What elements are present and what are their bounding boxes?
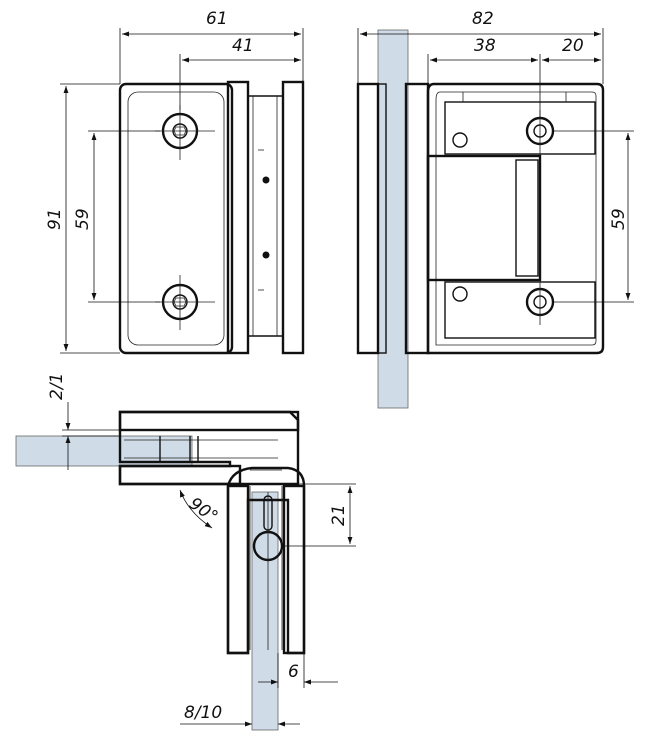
dim-label-20: 20	[562, 36, 584, 56]
dim-plan-angle-arc	[179, 489, 213, 529]
front-hinge-knuckle-right	[281, 80, 305, 355]
front-mounting-plate	[118, 82, 234, 355]
side-grub-screw-top	[452, 132, 468, 148]
dim-label-61: 61	[206, 9, 228, 29]
dim-label-6: 6	[288, 662, 299, 682]
dim-label-41: 41	[232, 36, 254, 56]
dim-label-38: 38	[474, 36, 496, 56]
dim-label-59-side: 59	[609, 208, 629, 230]
front-view: 61 41 91 59	[45, 9, 305, 355]
side-glass-panel	[377, 29, 409, 409]
side-view: 82 38 20 59	[356, 9, 634, 409]
dim-label-90: 90°	[185, 494, 221, 528]
front-pin-bottom	[262, 251, 270, 259]
side-hinge-pivot-block	[426, 154, 542, 282]
dim-label-8-10: 8/10	[184, 703, 222, 723]
dim-label-82: 82	[472, 9, 494, 29]
front-plate-inner-outline	[127, 91, 225, 346]
side-wall-plate	[356, 82, 380, 355]
side-hinge-body	[426, 82, 605, 355]
side-clamp-plate	[404, 82, 430, 355]
side-grub-screw-bottom	[452, 286, 468, 302]
dim-label-21: 21	[329, 504, 349, 526]
front-pin-top	[262, 176, 270, 184]
dim-label-91: 91	[45, 208, 65, 230]
plan-view: 2/1 90° 21 6 8/10	[15, 373, 356, 731]
dim-label-2-1: 2/1	[47, 373, 67, 400]
dim-label-59-front: 59	[73, 208, 93, 230]
front-hinge-knuckle-left	[226, 80, 250, 355]
